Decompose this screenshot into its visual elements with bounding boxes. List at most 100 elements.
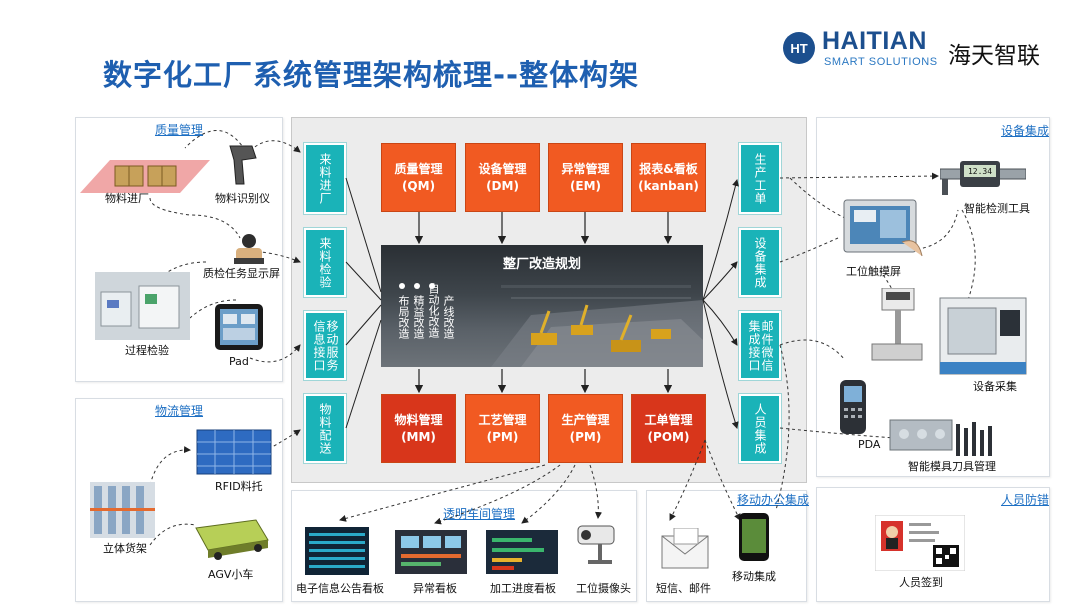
- stereo-warehouse-label: 立体货架: [103, 542, 147, 555]
- box-production-order[interactable]: 生产工单: [738, 142, 782, 215]
- module-code: (PM): [569, 429, 602, 444]
- box-label: 移动服务信息接口: [312, 319, 339, 372]
- plan-item-automation: 自动化改造: [427, 283, 440, 338]
- module-name: 异常管理: [561, 161, 610, 176]
- personnel-section-title[interactable]: 人员防错: [1001, 493, 1050, 507]
- module-code: (kanban): [638, 178, 699, 193]
- mobile-office-section-title[interactable]: 移动办公集成: [737, 493, 810, 507]
- sign-in-label: 人员签到: [899, 576, 943, 589]
- mold-icon: [889, 419, 953, 451]
- mail-envelope-icon: [661, 528, 709, 569]
- plan-item-line: 产线改造: [442, 295, 455, 339]
- box-mobile-service-interface[interactable]: 移动服务信息接口: [303, 310, 347, 381]
- module-production-management[interactable]: 生产管理 (PM): [548, 394, 623, 463]
- progress-board-label: 加工进度看板: [490, 582, 556, 595]
- factory-renovation-plan[interactable]: 整厂改造规划 布局改造 精益改造 自动化改造 产线改造: [381, 245, 703, 367]
- pad-icon: [215, 304, 263, 350]
- mobile-integration-label: 移动集成: [732, 570, 776, 583]
- box-label: 物料配送: [318, 402, 332, 455]
- box-incoming-inspection[interactable]: 来料检验: [303, 227, 347, 298]
- pda-icon: [840, 380, 866, 434]
- module-name: 生产管理: [561, 412, 610, 427]
- module-report-kanban[interactable]: 报表&看板 (kanban): [631, 143, 706, 212]
- transparent-workshop-section-title[interactable]: 透明车间管理: [443, 507, 516, 521]
- module-code: (QM): [401, 178, 436, 193]
- module-name: 质量管理: [394, 161, 443, 176]
- e-board-label: 电子信息公告看板: [296, 582, 384, 595]
- material-pallet-image: [80, 160, 210, 193]
- module-name: 工单管理: [644, 412, 693, 427]
- logo-chinese-name: 海天智联: [948, 43, 1040, 69]
- agv-icon: [195, 519, 269, 560]
- module-name: 报表&看板: [639, 161, 698, 176]
- logistics-section-title[interactable]: 物流管理: [155, 404, 204, 418]
- stereo-warehouse-icon: [90, 482, 155, 538]
- qc-display-label: 质检任务显示屏: [203, 267, 280, 280]
- box-label: 邮件微信集成接口: [747, 319, 774, 372]
- page-title: 数字化工厂系统管理架构梳理--整体构架: [103, 58, 640, 92]
- module-name: 物料管理: [394, 412, 443, 427]
- station-touchscreen-icon: [843, 199, 923, 257]
- plan-item-lean: 精益改造: [412, 295, 425, 339]
- exception-board-label: 异常看板: [413, 582, 457, 595]
- module-process-management[interactable]: 工艺管理 (PM): [465, 394, 540, 463]
- quality-section-title[interactable]: 质量管理: [155, 123, 204, 137]
- logo-name: HAITIAN: [822, 27, 927, 55]
- barcode-scanner-icon: [229, 145, 257, 185]
- progress-board-icon: [486, 530, 558, 574]
- process-inspection-label: 过程检验: [125, 344, 169, 357]
- module-quality-management[interactable]: 质量管理 (QM): [381, 143, 456, 212]
- rfid-pallet-icon: [196, 429, 272, 475]
- module-name: 设备管理: [478, 161, 527, 176]
- mold-tool-label: 智能模具刀具管理: [908, 460, 996, 473]
- cnc-machine-icon: [939, 297, 1027, 375]
- module-work-order-management[interactable]: 工单管理 (POM): [631, 394, 706, 463]
- device-collect-label: 设备采集: [973, 380, 1017, 393]
- box-equipment-integration[interactable]: 设备集成: [738, 227, 782, 298]
- personnel-panel: [816, 487, 1050, 602]
- id-card-icon: [875, 515, 965, 571]
- bullet-icon: [399, 283, 405, 289]
- qc-display-icon: [234, 234, 264, 264]
- agv-label: AGV小车: [208, 568, 254, 581]
- haitian-logo-icon: HT: [783, 32, 815, 64]
- bullet-icon: [429, 283, 435, 289]
- box-label: 来料进厂: [318, 152, 332, 205]
- equipment-section-title[interactable]: 设备集成: [1001, 124, 1050, 138]
- plan-title: 整厂改造规划: [502, 257, 581, 272]
- module-code: (MM): [401, 429, 436, 444]
- weighing-scale-icon: [871, 288, 923, 361]
- box-label: 来料检验: [318, 236, 332, 289]
- box-label: 生产工单: [753, 152, 767, 205]
- module-name: 工艺管理: [478, 412, 527, 427]
- tool-holder-icon: [956, 422, 992, 456]
- box-label: 设备集成: [753, 236, 767, 289]
- box-label: 人员集成: [753, 402, 767, 455]
- module-code: (EM): [569, 178, 602, 193]
- plan-item-layout: 布局改造: [397, 295, 410, 339]
- pad-label: Pad: [229, 355, 249, 368]
- box-material-delivery[interactable]: 物料配送: [303, 393, 347, 464]
- bullet-icon: [414, 283, 420, 289]
- module-exception-management[interactable]: 异常管理 (EM): [548, 143, 623, 212]
- caliper-icon: 12.34: [940, 161, 1026, 195]
- factory-floor-image: [491, 285, 703, 367]
- rfid-label: RFID料托: [215, 480, 263, 493]
- scanner-label: 物料识别仪: [215, 192, 270, 205]
- process-inspection-image: [95, 272, 190, 340]
- module-code: (POM): [647, 429, 690, 444]
- pda-label: PDA: [858, 438, 881, 451]
- sms-mail-label: 短信、邮件: [656, 582, 711, 595]
- mobile-phone-icon: [739, 513, 769, 561]
- caliper-reading: 12.34: [968, 167, 992, 176]
- module-material-management[interactable]: 物料管理 (MM): [381, 394, 456, 463]
- module-code: (PM): [486, 429, 519, 444]
- box-material-intake[interactable]: 来料进厂: [303, 142, 347, 215]
- module-device-management[interactable]: 设备管理 (DM): [465, 143, 540, 212]
- camera-icon: [577, 525, 615, 564]
- e-board-icon: [305, 527, 369, 575]
- logo-tagline: SMART SOLUTIONS: [824, 56, 938, 68]
- camera-label: 工位摄像头: [576, 582, 631, 595]
- module-code: (DM): [486, 178, 519, 193]
- smart-tools-label: 智能检测工具: [964, 202, 1030, 215]
